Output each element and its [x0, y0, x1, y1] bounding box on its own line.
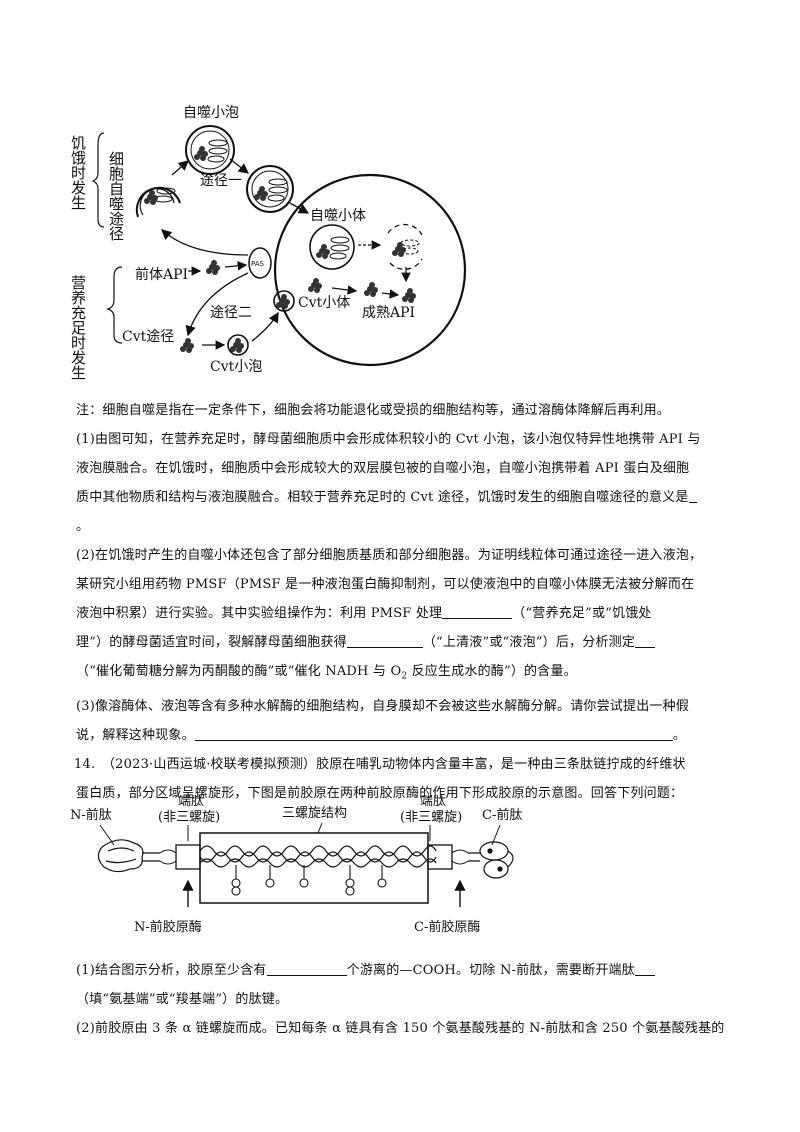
q2-line3: 液泡中积累）进行实验。其中实验组操作为：利用 PMSF 处理（“营养充足”或“饥…	[76, 599, 736, 628]
degrading-body	[387, 223, 423, 270]
approaching-autophagosome	[246, 165, 294, 213]
arrow-to-mature	[381, 289, 400, 299]
answer-blank-q2c[interactable]	[635, 631, 656, 648]
q14-line2: 蛋白质，部分区域呈螺旋形，下图是前胶原在两种前胶原酶的作用下形成胶原的示意图。回…	[76, 785, 684, 801]
q3-line2: 说，解释这种现象。。	[76, 721, 736, 750]
answer-blank-q2b[interactable]	[346, 631, 423, 648]
note-line: 注：细胞自噬是指在一定条件下，细胞会将功能退化或受损的细胞结构等，通过溶酶体降解…	[76, 403, 671, 418]
cvt-vesicle-2	[227, 334, 249, 356]
cvt-vesicle-1	[180, 338, 194, 353]
mature-api-dots	[402, 288, 416, 303]
q1-line4: 。	[76, 519, 90, 534]
arrow-cvt-to-vacuole	[251, 311, 279, 342]
c-propeptide-label: C-前肽	[482, 807, 522, 823]
n-propeptide-shape	[97, 839, 160, 873]
nutrient-label: 营养充足时发生	[70, 275, 87, 380]
procollagen-diagram: N-前肽 端肽 (非三螺旋) 三螺旋结构 端肽 (非三螺旋) C-前肽	[70, 795, 522, 935]
q1-line1: (1)由图可知，在营养充足时，酵母菌细胞质中会形成体积较小的 Cvt 小泡，该小…	[76, 432, 701, 447]
cvt-body-label: Cvt小体	[298, 295, 350, 311]
arrow-phagophore-to-vesicle	[171, 160, 189, 176]
answer-blank-14-1b[interactable]	[634, 959, 655, 976]
side-chains	[231, 865, 387, 896]
arrow-vesicle-down	[229, 158, 250, 174]
pas-structure	[248, 247, 272, 279]
path1-label: 途径一	[200, 172, 242, 189]
arrow-pas-to-phagophore	[161, 229, 249, 256]
autophagy-path-label: 细胞自噬途径	[107, 151, 125, 241]
autophagosome-label: 自噬小泡	[183, 105, 239, 121]
brace-nutrient	[106, 266, 123, 344]
question-13-text: 注：细胞自噬是指在一定条件下，细胞会将功能退化或受损的细胞结构等，通过溶酶体降解…	[74, 396, 736, 808]
answer-blank-q3[interactable]	[194, 724, 673, 741]
n-enzyme-label: N-前胶原酶	[134, 919, 202, 935]
triple-helix-leader	[317, 822, 323, 834]
q1-line3: 质中其他物质和结构与液泡膜融合。相较于营养充足时的 Cvt 途径，饥饿时发生的细…	[76, 483, 736, 512]
pas-label: PAS	[251, 260, 265, 268]
api-released	[364, 282, 378, 297]
q1-line2: 液泡膜融合。在饥饿时，细胞质中会形成较大的双层膜包被的自噬小泡，自噬小泡携带着 …	[76, 461, 690, 476]
telopeptide-right-label-2: (非三螺旋)	[400, 810, 462, 825]
c-enzyme-label: C-前胶原酶	[414, 919, 480, 935]
answer-blank-q2a[interactable]	[442, 602, 513, 619]
starvation-label: 饥饿时发生	[70, 135, 87, 210]
c-propeptide-shape	[468, 841, 514, 879]
q2-line2: 某研究小组用药物 PMSF（PMSF 是一种液泡蛋白酶抑制剂，可以使液泡中的自噬…	[76, 577, 695, 592]
brace-starvation	[91, 132, 105, 228]
arrow-cvt-to-api	[331, 285, 358, 295]
precursor-api-label: 前体API	[135, 266, 188, 283]
q2-line5: （“催化葡萄糖分解为丙酮酸的酶”或“催化 NADH 与 O2 反应生成水的酶”）…	[76, 664, 577, 682]
telopeptide-right-label-1: 端肽	[420, 795, 446, 809]
telopeptide-right	[427, 844, 453, 870]
question-14-text: (1)结合图示分析，胶原至少含有个游离的—COOH。切除 N-前肽，需要断开端肽…	[76, 956, 736, 1043]
arrow-to-pas	[224, 261, 248, 271]
q14-2-line1: (2)前胶原由 3 条 α 链螺旋而成。已知每条 α 链具有含 150 个氨基酸…	[76, 1021, 725, 1036]
answer-blank-14-1a[interactable]	[266, 959, 347, 976]
autophagic-body	[309, 224, 355, 270]
telopeptide-left-label-1: 端肽	[178, 795, 204, 809]
precursor-api-dots	[206, 260, 220, 275]
answer-blank-q1[interactable]	[688, 486, 697, 503]
q14-1-line1: (1)结合图示分析，胶原至少含有个游离的—COOH。切除 N-前肽，需要断开端肽	[76, 956, 736, 985]
q14-1-line2: （填“氨基端”或“羧基端”）的肽键。	[76, 992, 289, 1007]
autophagic-body-label: 自噬小体	[310, 208, 366, 224]
mature-api-label: 成熟API	[362, 305, 415, 321]
telopeptide-left	[175, 844, 201, 870]
path2-label: 途径二	[210, 304, 252, 321]
arrow-pas-to-cvt	[185, 272, 249, 337]
cvt-vesicle-label: Cvt小泡	[210, 359, 262, 375]
top-autophagosome	[185, 125, 235, 175]
phagophore	[135, 186, 181, 218]
q14-line1: 14. （2023·山西运城·校联考模拟预测）胶原在哺乳动物体内含量丰富，是一种…	[74, 756, 686, 772]
triple-helix	[199, 845, 437, 868]
q3-line1: (3)像溶酶体、液泡等含有多种水解酶的细胞结构，自身膜却不会被这些水解酶分解。请…	[76, 698, 690, 714]
q2-line1: (2)在饥饿时产生的自噬小体还包含了部分细胞质基质和部分细胞器。为证明线粒体可通…	[76, 548, 703, 563]
vacuole	[273, 173, 467, 367]
n-propeptide-label: N-前肽	[70, 807, 112, 823]
cvt-vesicle-3	[273, 290, 295, 312]
q2-line4: 理”）的酵母菌适宜时间，裂解酵母菌细胞获得（“上清液”或“液泡”）后，分析测定	[76, 628, 736, 657]
triple-helix-label: 三螺旋结构	[282, 806, 347, 821]
cvt-path-label: Cvt途径	[122, 328, 174, 345]
autophagy-diagram: 饥饿时发生 细胞自噬途径 营养充足时发生 自噬小泡 途径一 自噬小体	[70, 105, 467, 380]
cvt-body-inside	[308, 278, 322, 293]
telopeptide-left-label-2: (非三螺旋)	[158, 810, 220, 825]
